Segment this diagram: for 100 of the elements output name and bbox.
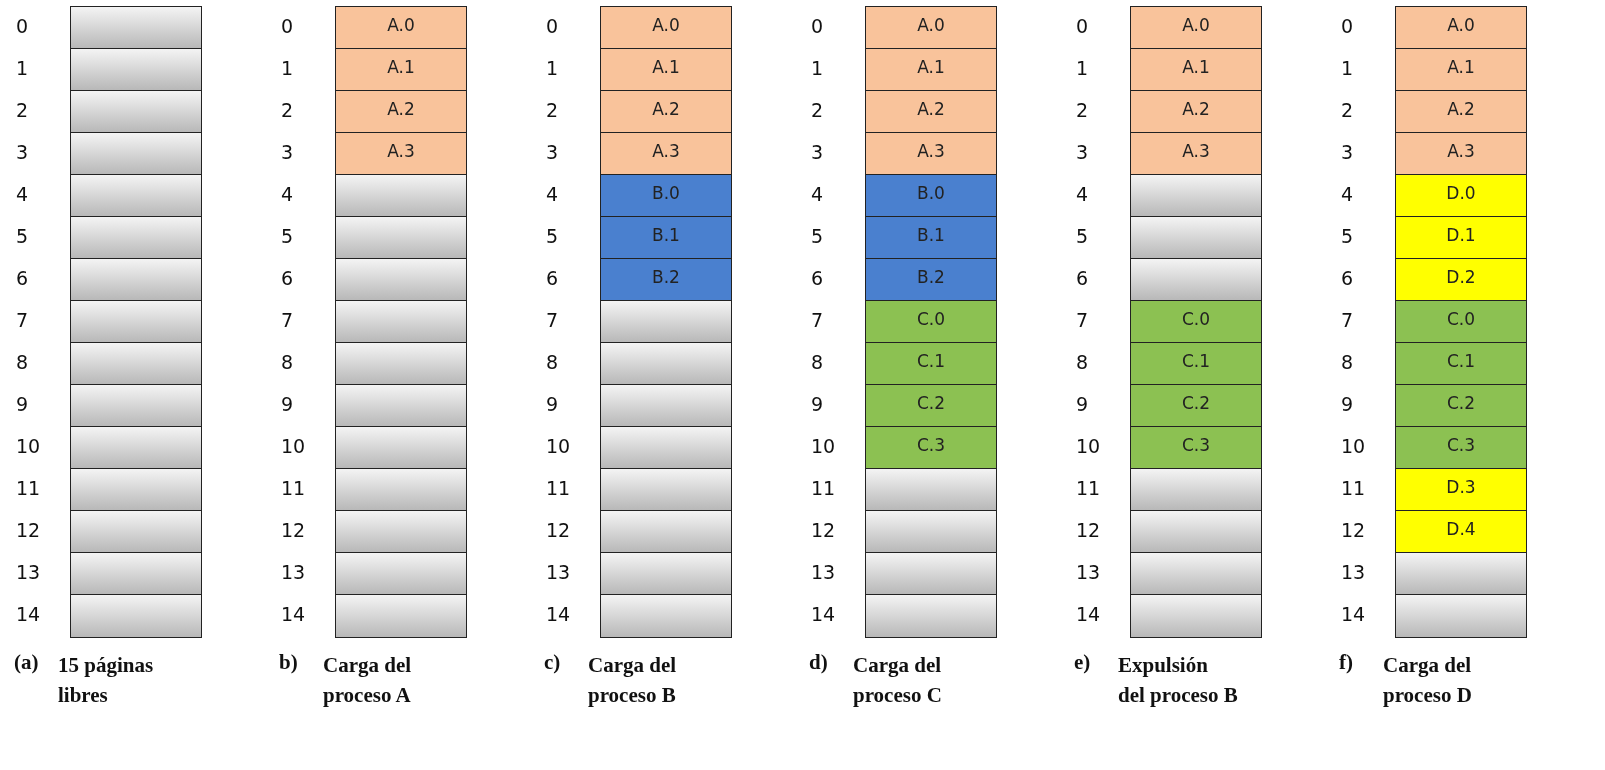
- memory-page: [336, 553, 466, 595]
- memory-page: A.0: [601, 7, 731, 49]
- page-number: 9: [1341, 393, 1354, 415]
- page-number: 1: [1341, 57, 1354, 79]
- memory-page: [601, 301, 731, 343]
- memory-page: C.1: [1131, 343, 1261, 385]
- memory-page: C.0: [1131, 301, 1261, 343]
- memory-page: [71, 91, 201, 133]
- memory-page: [1131, 469, 1261, 511]
- memory-page: A.3: [1131, 133, 1261, 175]
- memory-page: [1131, 175, 1261, 217]
- memory-page: [71, 7, 201, 49]
- memory-page: [71, 175, 201, 217]
- memory-page: [866, 595, 996, 637]
- panel-letter: f): [1338, 650, 1354, 676]
- page-number: 0: [1076, 15, 1089, 37]
- page-number: 11: [811, 477, 836, 499]
- memory-page: C.0: [866, 301, 996, 343]
- page-number: 4: [811, 183, 824, 205]
- page-number: 8: [811, 351, 824, 373]
- page-number: 1: [1076, 57, 1089, 79]
- memory-page: A.1: [866, 49, 996, 91]
- page-number: 13: [1076, 561, 1101, 583]
- panel-letter: d): [808, 650, 829, 676]
- page-number: 0: [811, 15, 824, 37]
- page-number: 2: [546, 99, 559, 121]
- page-number: 11: [16, 477, 41, 499]
- page-number: 5: [1341, 225, 1354, 247]
- page-number: 8: [16, 351, 29, 373]
- page-number: 4: [1076, 183, 1089, 205]
- memory-page: C.3: [1396, 427, 1526, 469]
- memory-page: [601, 511, 731, 553]
- memory-page: A.2: [1131, 91, 1261, 133]
- page-number: 12: [16, 519, 41, 541]
- memory-page: [601, 595, 731, 637]
- page-number: 14: [16, 603, 41, 625]
- memory-page: [336, 217, 466, 259]
- page-number: 11: [1341, 477, 1366, 499]
- page-number: 14: [1076, 603, 1101, 625]
- panel-letter: b): [278, 650, 299, 676]
- panel-caption: 15 páginas libres: [58, 652, 155, 709]
- memory-page: [71, 469, 201, 511]
- page-number: 9: [16, 393, 29, 415]
- page-number: 0: [281, 15, 294, 37]
- page-number: 7: [281, 309, 294, 331]
- page-number: 8: [1341, 351, 1354, 373]
- page-number: 7: [1076, 309, 1089, 331]
- memory-page: [1131, 217, 1261, 259]
- page-number: 7: [1341, 309, 1354, 331]
- page-number: 9: [546, 393, 559, 415]
- memory-page: [336, 427, 466, 469]
- memory-page: [336, 343, 466, 385]
- memory-page: D.0: [1396, 175, 1526, 217]
- memory-page: [336, 385, 466, 427]
- memory-page: C.2: [1131, 385, 1261, 427]
- memory-page: [601, 343, 731, 385]
- page-number: 12: [546, 519, 571, 541]
- page-number: 1: [281, 57, 294, 79]
- page-number: 0: [16, 15, 29, 37]
- memory-page: [866, 553, 996, 595]
- page-number: 3: [546, 141, 559, 163]
- page-number: 11: [546, 477, 571, 499]
- memory-page: [71, 301, 201, 343]
- memory-page: [71, 217, 201, 259]
- page-number: 12: [281, 519, 306, 541]
- memory-page: [601, 469, 731, 511]
- memory-page: [1396, 553, 1526, 595]
- memory-page: D.3: [1396, 469, 1526, 511]
- page-number: 5: [281, 225, 294, 247]
- page-number: 6: [16, 267, 29, 289]
- page-number: 0: [546, 15, 559, 37]
- panel-caption: Expulsión del proceso B: [1118, 652, 1238, 709]
- page-number: 1: [546, 57, 559, 79]
- page-number: 4: [546, 183, 559, 205]
- memory-page: A.0: [866, 7, 996, 49]
- memory-page: [866, 469, 996, 511]
- memory-page: D.1: [1396, 217, 1526, 259]
- page-number: 6: [1076, 267, 1089, 289]
- page-number: 3: [1341, 141, 1354, 163]
- memory-page: [71, 133, 201, 175]
- memory-page: B.0: [601, 175, 731, 217]
- page-number: 7: [546, 309, 559, 331]
- memory-page: A.1: [1396, 49, 1526, 91]
- memory-page: [1131, 595, 1261, 637]
- page-number: 7: [16, 309, 29, 331]
- memory-page: [601, 427, 731, 469]
- memory-page: [1131, 259, 1261, 301]
- page-number: 9: [1076, 393, 1089, 415]
- page-number: 10: [1076, 435, 1101, 457]
- memory-page: A.3: [1396, 133, 1526, 175]
- memory-page: A.1: [1131, 49, 1261, 91]
- page-number: 9: [811, 393, 824, 415]
- page-number: 13: [1341, 561, 1366, 583]
- page-number: 5: [546, 225, 559, 247]
- memory-page: [336, 595, 466, 637]
- panel-caption: Carga del proceso B: [588, 652, 678, 709]
- page-number: 10: [811, 435, 836, 457]
- memory-page: A.1: [601, 49, 731, 91]
- memory-page: D.4: [1396, 511, 1526, 553]
- page-number: 0: [1341, 15, 1354, 37]
